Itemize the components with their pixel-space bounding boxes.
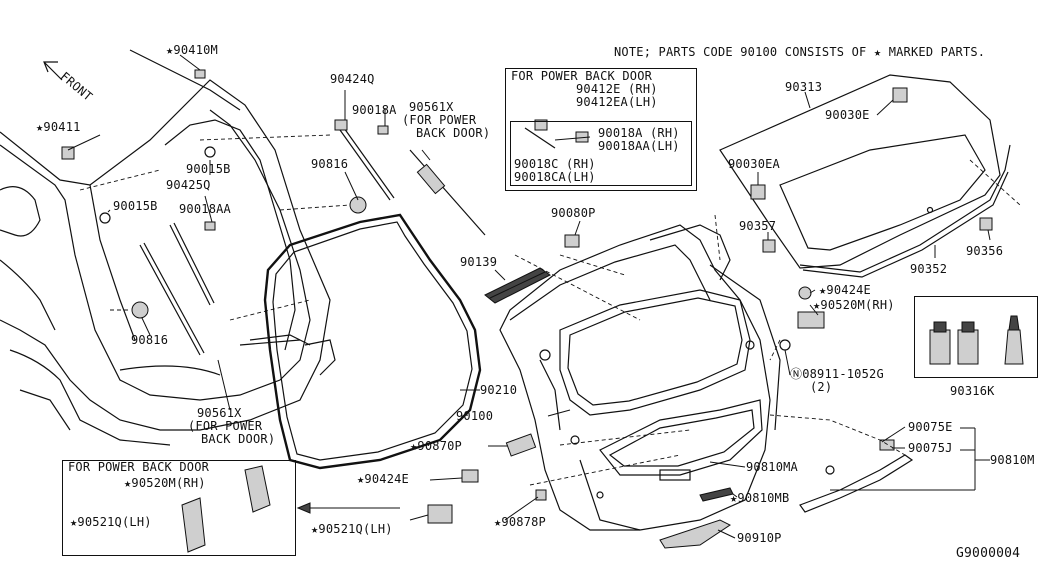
label-90030EA: 90030EA: [728, 157, 780, 171]
inset-top-title: FOR POWER BACK DOOR: [511, 69, 653, 83]
label-90810M: 90810M: [990, 453, 1035, 467]
leader-lines-left: [67, 54, 480, 411]
label-90561X-top: 90561X: [409, 100, 454, 114]
leader-lines-center: [296, 214, 990, 539]
back-window-glass-90352: [719, 74, 1021, 278]
label-for-power-bot-1: (FOR POWER: [188, 419, 263, 433]
inset-bottom-left-parts: [181, 465, 271, 553]
inset-top-line1: 90412E (RH): [576, 82, 658, 96]
leader-lines-right: [757, 91, 991, 258]
inset-bottom-left: [62, 460, 296, 556]
inset-inner-box: [510, 121, 692, 186]
label-90210: 90210: [480, 383, 518, 397]
inset-bl-lh: ★90521Q(LH): [70, 515, 152, 529]
label-90810MB: ★90810MB: [730, 491, 790, 505]
inset-power-back-door: [505, 68, 697, 191]
inset-inner-4: 90018CA(LH): [514, 170, 596, 184]
label-90424E-top: ★90424E: [819, 283, 871, 297]
label-90015B-a: 90015B: [186, 162, 231, 176]
label-08911: Ⓝ08911-1052G: [790, 367, 884, 381]
inset-bl-title: FOR POWER BACK DOOR: [68, 460, 210, 474]
label-90030E: 90030E: [825, 108, 870, 122]
label-90870P: ★90870P: [410, 439, 462, 453]
label-90910P: 90910P: [737, 531, 782, 545]
diagram-code: G9000004: [956, 546, 1021, 561]
fasteners-center: [427, 234, 895, 549]
label-for-power-bot-2: BACK DOOR): [201, 432, 276, 446]
label-90810MA: 90810MA: [746, 460, 798, 474]
inset-inner-3: 90018C (RH): [514, 157, 596, 171]
label-90878P: ★90878P: [494, 515, 546, 529]
label-90520M-main: ★90520M(RH): [813, 298, 895, 312]
label-90410M: ★90410M: [166, 43, 218, 57]
inset-bl-rh: ★90520M(RH): [124, 476, 206, 490]
label-90561X-bot: 90561X: [197, 406, 242, 420]
label-90080P: 90080P: [551, 206, 596, 220]
label-90075E: 90075E: [908, 420, 953, 434]
label-90316K: 90316K: [950, 384, 995, 398]
label-90521Q-main: ★90521Q(LH): [311, 522, 393, 536]
inset-top-parts: [524, 119, 591, 149]
label-90357: 90357: [739, 219, 777, 233]
label-90313: 90313: [785, 80, 823, 94]
label-for-power-top-2: BACK DOOR): [416, 126, 491, 140]
inset-top-line2: 90412EA(LH): [576, 95, 658, 109]
label-90352: 90352: [910, 262, 948, 276]
touch-up-paint-kit: [929, 315, 1024, 365]
weatherstrip-seal-90210: [263, 213, 482, 470]
parts-note: NOTE; PARTS CODE 90100 CONSISTS OF ★ MAR…: [614, 45, 986, 59]
label-90425Q: 90425Q: [166, 178, 211, 192]
label-08911-qty: (2): [810, 380, 833, 394]
label-90015B-b: 90015B: [113, 199, 158, 213]
label-for-power-top-1: (FOR POWER: [402, 113, 477, 127]
fasteners-left: [61, 69, 389, 319]
label-90356: 90356: [966, 244, 1004, 258]
vehicle-body-outline: [0, 49, 336, 446]
label-90816-b: 90816: [311, 157, 349, 171]
touch-up-kit-box: [914, 296, 1038, 378]
label-90100: 90100: [456, 409, 494, 423]
inset-inner-2: 90018AA(LH): [598, 139, 680, 153]
label-90018A: 90018A: [352, 103, 397, 117]
stay-assy: [139, 127, 486, 356]
label-90075J: 90075J: [908, 441, 953, 455]
front-arrow-icon: [43, 61, 63, 81]
label-90139: 90139: [460, 255, 498, 269]
label-90816-a: 90816: [131, 333, 169, 347]
label-90411: ★90411: [36, 120, 81, 134]
label-90424Q: 90424Q: [330, 72, 375, 86]
back-door-panel: [499, 224, 781, 531]
spoiler-90139: [484, 267, 551, 304]
label-90424E-bot: ★90424E: [357, 472, 409, 486]
label-90018AA: 90018AA: [179, 202, 231, 216]
inset-inner-1: 90018A (RH): [598, 126, 680, 140]
